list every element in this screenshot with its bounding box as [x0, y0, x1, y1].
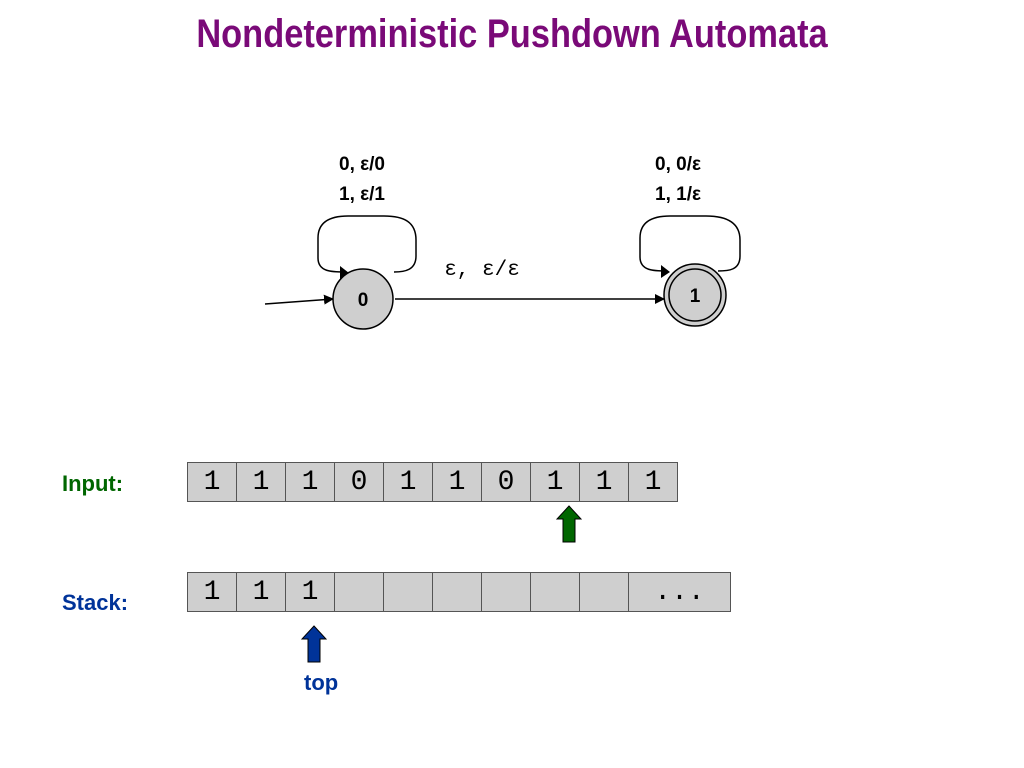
input-cell: 1: [285, 462, 335, 502]
stack-cell-ellipsis: ...: [628, 572, 731, 612]
input-cell: 1: [187, 462, 237, 502]
input-cell: 0: [334, 462, 384, 502]
input-cell: 0: [481, 462, 531, 502]
stack-cell: 1: [236, 572, 286, 612]
input-cell: 1: [383, 462, 433, 502]
loop-1-arrowhead: [661, 265, 670, 278]
input-head-arrow-icon: [556, 505, 582, 543]
page-title: Nondeterministic Pushdown Automata: [196, 12, 828, 56]
stack-cell: [530, 572, 580, 612]
stack-cell: 1: [285, 572, 335, 612]
stack-cell: 1: [187, 572, 237, 612]
input-label: Input:: [62, 471, 124, 496]
input-cell: 1: [530, 462, 580, 502]
stack-cell: [579, 572, 629, 612]
stack-cell: [334, 572, 384, 612]
input-cell: 1: [579, 462, 629, 502]
start-arrow: [264, 294, 334, 305]
input-cell: 1: [432, 462, 482, 502]
loop-0-label-2: 1, ε/1: [339, 184, 385, 205]
state-0: [332, 268, 394, 330]
state-1-label: 1: [690, 286, 701, 307]
stack-cell: [481, 572, 531, 612]
stack-cell: [432, 572, 482, 612]
state-0-label: 0: [358, 290, 369, 311]
state-1: [668, 268, 722, 322]
stack-label: Stack:: [62, 590, 129, 615]
loop-0-arrowhead: [340, 266, 349, 279]
stack-top-arrow-icon: [301, 625, 327, 663]
self-loop-1: [639, 215, 741, 272]
transition-label: ε, ε/ε: [444, 259, 520, 282]
loop-0-label-1: 0, ε/0: [339, 154, 385, 175]
stack-cell: [383, 572, 433, 612]
input-cell: 1: [236, 462, 286, 502]
stack-top-label: top: [304, 670, 339, 695]
loop-1-label-1: 0, 0/ε: [655, 154, 701, 175]
input-cell: 1: [628, 462, 678, 502]
loop-1-label-2: 1, 1/ε: [655, 184, 701, 205]
self-loop-0: [317, 215, 417, 273]
